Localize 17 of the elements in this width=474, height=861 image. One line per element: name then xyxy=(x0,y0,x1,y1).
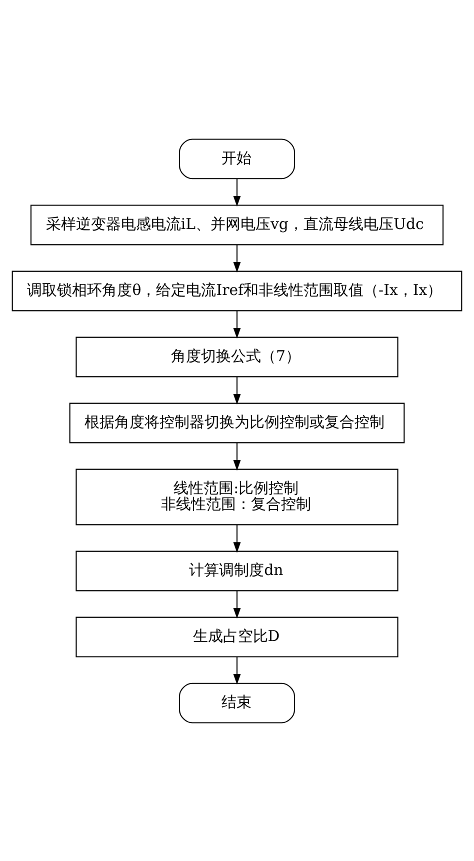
node-box: 调取锁相环角度θ，给定电流Iref和非线性范围取值（-Ix，Ix） xyxy=(12,270,462,311)
node-box: 生成占空比D xyxy=(76,616,398,657)
node-box: 采样逆变器电感电流iL、并网电压vg，直流母线电压Udc xyxy=(30,204,444,245)
arrow xyxy=(233,442,241,470)
arrow xyxy=(233,524,241,552)
node-box: 根据角度将控制器切换为比例控制或复合控制 xyxy=(69,402,405,443)
arrow xyxy=(233,178,241,206)
arrow xyxy=(233,656,241,684)
arrow xyxy=(233,310,241,338)
arrow xyxy=(233,244,241,272)
node-box: 结束 xyxy=(178,682,296,723)
node-box: 开始 xyxy=(178,138,296,179)
arrow xyxy=(233,376,241,404)
node-box: 线性范围:比例控制 非线性范围：复合控制 xyxy=(76,468,398,525)
node-box: 角度切换公式（7） xyxy=(76,336,398,377)
node-box: 计算调制度dn xyxy=(76,550,398,591)
arrow xyxy=(233,590,241,618)
